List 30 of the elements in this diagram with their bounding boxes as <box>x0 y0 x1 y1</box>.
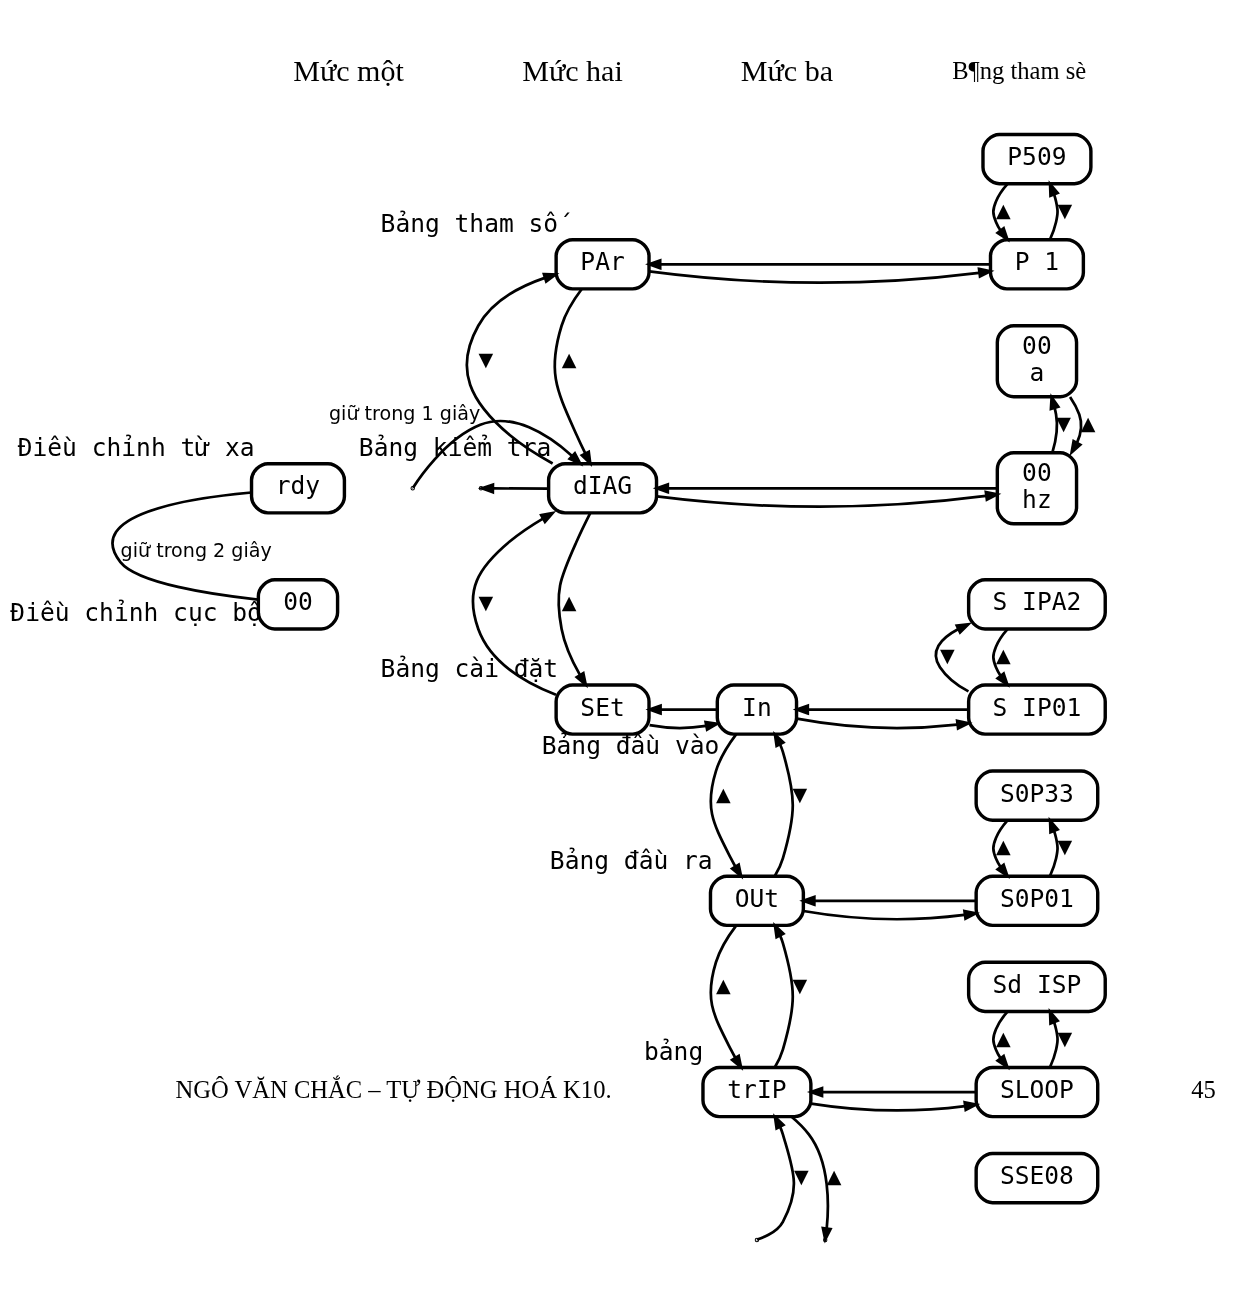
edge-label: ▲ <box>716 973 731 997</box>
label: Mức hai <box>522 53 623 88</box>
edge-label: giữ trong 2 giây <box>120 538 272 562</box>
edge-label: ▲ <box>996 1026 1011 1050</box>
edge-label: ▲ <box>716 782 731 806</box>
node-label: Bảng đầu ra <box>549 845 713 875</box>
edge-label: giữ trong 1 giây <box>328 401 481 425</box>
edge-label: ▼ <box>478 591 494 615</box>
edge-label: ▲ <box>996 644 1011 668</box>
edge-label: ▼ <box>1057 1026 1073 1050</box>
edge-label: ▼ <box>792 782 808 806</box>
node-label: Bảng cài đặt <box>380 654 559 684</box>
edge-label: ▼ <box>792 973 808 997</box>
label: Mức một <box>293 53 404 88</box>
edge-label: ▼ <box>793 1165 809 1189</box>
edge-label: ▼ <box>940 644 955 668</box>
edge-label: ▲ <box>826 1165 842 1189</box>
edge-label: ▲ <box>996 835 1011 859</box>
edge-label: ▲ <box>561 591 577 615</box>
node-label: bảng <box>644 1036 704 1066</box>
edge-label: ▼ <box>478 348 494 372</box>
label: NGÔ VĂN CHẮC – TỰ ĐỘNG HOÁ K10. <box>175 1076 612 1104</box>
edge-label: ▲ <box>561 348 577 372</box>
label: 45 <box>1191 1076 1216 1104</box>
node-label: Điều chỉnh từ xa <box>17 433 255 463</box>
edge-label: ▼ <box>1057 198 1073 222</box>
label: Mức ba <box>740 53 834 88</box>
edge-label: ▼ <box>1057 835 1073 859</box>
label: B¶ng tham sè <box>952 57 1087 85</box>
edge-label: ▲ <box>996 198 1011 222</box>
